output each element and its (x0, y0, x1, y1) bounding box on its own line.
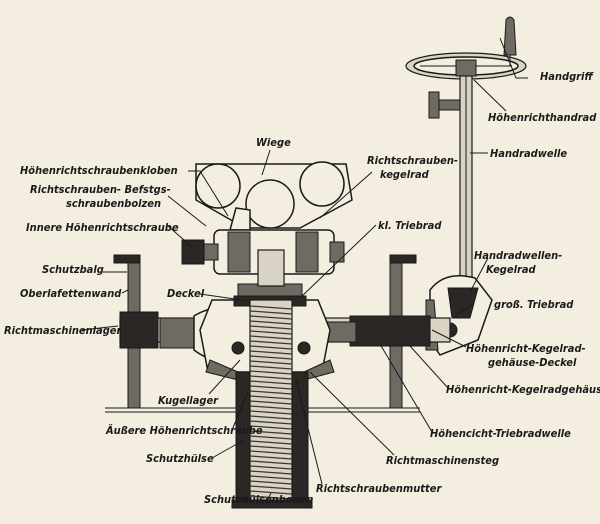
label-hoehenrichthandrad: Höhenrichthandrad (488, 111, 597, 124)
label-handradwellen-kegelrad-1: Handradwellen- (474, 249, 562, 262)
labels: Handgriff Höhenrichthandrad Handradwelle… (4, 70, 600, 506)
label-handradwelle: Handradwelle (490, 147, 567, 160)
label-schutzbalg: Schutzbalg (42, 263, 104, 276)
thread-line (249, 325, 293, 330)
cradle (195, 161, 353, 231)
label-richtschrauben-kegelrad-2: kegelrad (380, 168, 430, 181)
label-hoehenrichtschraubenkloben: Höhenrichtschraubenkloben (20, 164, 178, 177)
thread-line (249, 485, 293, 490)
leader-lines (81, 37, 528, 504)
handwheel-assembly (405, 16, 527, 289)
sleeve-bottom (231, 499, 313, 509)
label-richtmaschinensteg: Richtmaschinensteg (386, 454, 499, 467)
label-triebradwelle: Höhencicht-Triebradwelle (430, 427, 571, 440)
thread-line (249, 305, 293, 310)
thread-line (249, 355, 293, 360)
label-kugellager: Kugellager (158, 394, 219, 407)
thread-line (249, 320, 293, 325)
thread-line (249, 385, 293, 390)
label-richtschraubenmutter: Richtschraubenmutter (316, 482, 442, 495)
label-handgriff: Handgriff (540, 70, 594, 83)
thread-line (249, 345, 293, 350)
thread-line (249, 430, 293, 435)
thread-line (249, 395, 293, 400)
thread-line (249, 405, 293, 410)
elevating-screw (231, 299, 313, 509)
label-befestigungsbolzen-2: schraubenbolzen (66, 197, 161, 210)
thread-line (249, 330, 293, 335)
thread-line (249, 310, 293, 315)
thread-line (249, 495, 293, 500)
thread-line (249, 400, 293, 405)
handwheel-hub (455, 59, 477, 77)
label-wiege: Wiege (256, 136, 291, 149)
label-kegelradgehaeuse: Höhenricht-Kegelradgehäuse (446, 383, 600, 396)
thread-line (249, 480, 293, 485)
label-oberlafettenwand: Oberlafettenwand (20, 287, 122, 300)
thread-line (249, 370, 293, 375)
label-kegelradgehaeuse-deckel-1: Höhenricht-Kegelrad- (466, 342, 586, 355)
thread-line (249, 390, 293, 395)
screw-bracket (181, 229, 345, 287)
thread-line (249, 455, 293, 460)
thread-line (249, 340, 293, 345)
thread-line (249, 440, 293, 445)
thread-line (249, 410, 293, 415)
label-innere-hoehenrichtschraube: Innere Höhenrichtschraube (26, 221, 179, 234)
thread-line (249, 335, 293, 340)
label-gross-triebrad: groß. Triebrad (494, 298, 574, 311)
thread-line (249, 425, 293, 430)
thread-line (249, 465, 293, 470)
handgrip (503, 16, 517, 56)
thread-line (249, 360, 293, 365)
label-richtschrauben-kegelrad-1: Richtschrauben- (367, 154, 458, 167)
thread-line (249, 375, 293, 380)
thread-line (249, 315, 293, 320)
label-richtmaschinenlager: Richtmaschinenlager (4, 324, 123, 337)
thread-line (249, 450, 293, 455)
label-kegelradgehaeuse-deckel-2: gehäuse-Deckel (488, 356, 577, 369)
thread-line (249, 490, 293, 495)
label-handradwellen-kegelrad-2: Kegelrad (486, 263, 537, 276)
thread-line (249, 460, 293, 465)
label-aeussere-hoehenrichtschraube: Äußere Höhenrichtschraube (105, 423, 263, 437)
label-deckel: Deckel (167, 287, 205, 300)
thread-line (249, 420, 293, 425)
label-kl-triebrad: kl. Triebrad (378, 219, 442, 232)
thread-line (249, 445, 293, 450)
thread-line (249, 350, 293, 355)
thread-line (249, 365, 293, 370)
label-befestigungsbolzen-1: Richtschrauben- Befstgs- (30, 183, 171, 196)
label-schutzhuelsenboden: Schutzhülsenboden (204, 493, 313, 506)
thread-line (249, 475, 293, 480)
thread-line (249, 415, 293, 420)
thread-line (249, 470, 293, 475)
thread-line (249, 380, 293, 385)
thread-line (249, 435, 293, 440)
label-schutzhuelse: Schutzhülse (146, 452, 214, 465)
